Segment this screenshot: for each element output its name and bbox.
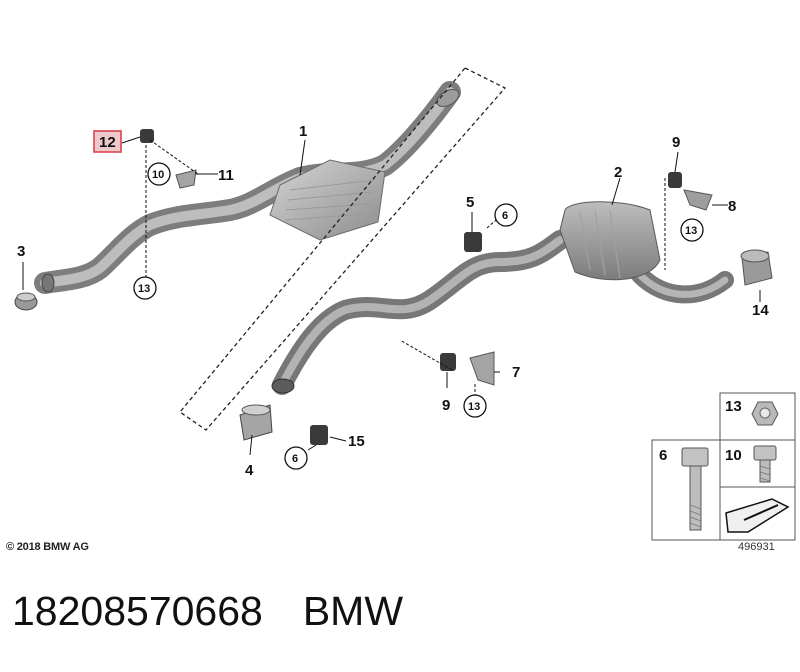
legend-label-10: 10	[725, 447, 742, 464]
callout-9-bottom: 9	[442, 397, 450, 414]
nut-icon	[751, 401, 779, 426]
callout-3: 3	[17, 243, 25, 260]
short-bolt-icon	[753, 445, 777, 483]
bracket-7	[469, 351, 495, 386]
front-pipe-section	[34, 81, 461, 294]
hardware-legend: 13 6 10	[651, 392, 796, 541]
exhaust-system-diagram: 1 2 3 4 5 7 8 9 9 11 14 15 12 6 6 10 13 …	[14, 67, 796, 541]
long-bolt-icon	[681, 447, 709, 531]
callout-15: 15	[348, 433, 365, 450]
callout-8: 8	[728, 198, 736, 215]
callout-2: 2	[614, 164, 622, 181]
rubber-mount-9-bottom	[440, 353, 456, 371]
callout-12-highlight: 12	[93, 130, 122, 153]
callout-14: 14	[752, 302, 769, 319]
callout-7: 7	[512, 364, 520, 381]
part-number: 18208570668	[12, 588, 263, 634]
callout-5: 5	[466, 194, 474, 211]
clamp-4	[239, 404, 273, 441]
diagram-id: 496931	[738, 541, 775, 553]
callout-4: 4	[245, 462, 254, 479]
rear-muffler	[559, 201, 661, 281]
tail-pipe	[740, 249, 773, 286]
bracket-8	[683, 189, 713, 211]
bracket-11	[175, 169, 197, 189]
callout-13-right: 13	[685, 225, 697, 237]
callout-6-top: 6	[502, 210, 508, 222]
legend-label-6: 6	[659, 447, 667, 464]
callout-9-top: 9	[672, 134, 680, 151]
legend-label-13: 13	[725, 398, 742, 415]
page-arrow-icon	[725, 498, 790, 533]
callout-6-bottom: 6	[292, 453, 298, 465]
clamp-3	[14, 292, 38, 311]
caption: 18208570668 BMW	[12, 588, 403, 635]
callout-11: 11	[218, 167, 234, 184]
callout-1: 1	[299, 123, 307, 140]
assembly-boundary	[179, 67, 507, 431]
callout-12: 12	[99, 134, 116, 151]
callout-13-bottom: 13	[468, 401, 480, 413]
leader-lines	[22, 136, 761, 456]
brand-name: BMW	[302, 588, 404, 634]
rubber-mount-15	[310, 425, 328, 445]
rubber-mount-5	[464, 232, 482, 252]
circled-callouts: 6 6 10 13 13 13	[133, 162, 704, 470]
rubber-mount-12	[140, 129, 154, 143]
copyright-notice: © 2018 BMW AG	[6, 541, 89, 553]
rear-pipe-section	[271, 230, 734, 395]
rubber-mount-9-top	[668, 172, 682, 188]
callout-13-left: 13	[138, 283, 150, 295]
callout-10: 10	[152, 169, 164, 181]
